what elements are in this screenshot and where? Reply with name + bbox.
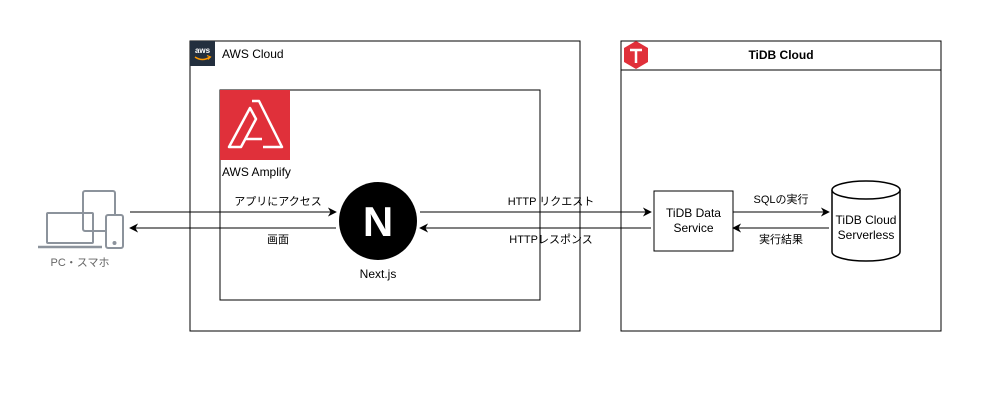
nextjs-logo-letter: N [363, 198, 393, 245]
amplify-label: AWS Amplify [222, 165, 291, 179]
aws-logo-icon: aws [190, 41, 215, 66]
edge-label-next-to-client: 画面 [267, 234, 289, 246]
tidb-data-service-line1: TiDB Data [666, 206, 721, 220]
nextjs-node: N Next.js [339, 182, 417, 281]
nextjs-logo-icon [339, 182, 417, 260]
edge-labels: アプリにアクセス 画面 HTTP リクエスト HTTPレスポンス SQLの実行 … [234, 192, 808, 246]
edge-label-service-to-db: SQLの実行 [753, 192, 808, 206]
tidb-cloud-label: TiDB Cloud [748, 48, 813, 62]
nextjs-label: Next.js [360, 267, 397, 281]
amplify-icon [220, 90, 290, 160]
edge-label-next-to-service: HTTP リクエスト [508, 195, 595, 208]
tidb-serverless-line2: Serverless [838, 228, 895, 242]
tidb-data-service-line2: Service [673, 221, 713, 235]
tidb-serverless-node: TiDB Cloud Serverless [831, 180, 901, 262]
aws-cloud-group: aws AWS Cloud [189, 40, 581, 332]
devices-icon [38, 190, 124, 249]
edges [129, 207, 830, 233]
edge-label-service-to-next: HTTPレスポンス [509, 233, 593, 246]
client-devices: PC・スマホ [38, 190, 124, 269]
tidb-serverless-line1: TiDB Cloud [836, 213, 897, 227]
edge-label-client-to-next: アプリにアクセス [234, 195, 321, 208]
tidb-logo-icon [624, 41, 648, 69]
client-label: PC・スマホ [51, 256, 110, 269]
tidb-cloud-group: TiDB Cloud [620, 40, 942, 332]
tidb-data-service-node: TiDB Data Service [653, 190, 734, 252]
amplify-group: AWS Amplify [219, 89, 541, 301]
edge-label-db-to-service: 実行結果 [759, 232, 803, 246]
aws-cloud-label: AWS Cloud [222, 47, 284, 61]
aws-logo-text: aws [195, 46, 211, 55]
